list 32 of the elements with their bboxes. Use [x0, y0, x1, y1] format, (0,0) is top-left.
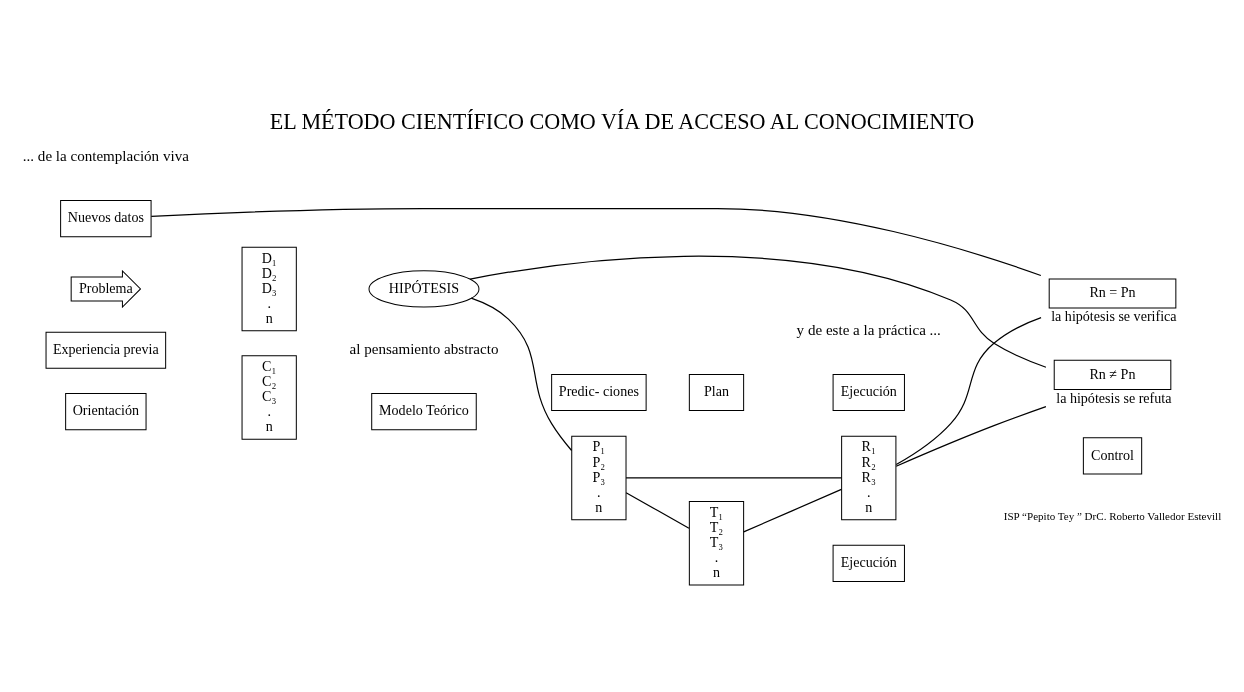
node-box: Ejecución	[832, 544, 905, 582]
node-box: T₁ T₂ T₃ . n	[688, 501, 745, 586]
connector	[470, 297, 573, 452]
node-box: Nuevos datos	[60, 200, 152, 238]
node-box: Rn ≠ Pn	[1053, 359, 1172, 390]
node-box: Modelo Teórico	[371, 393, 477, 431]
label: y de este a la práctica ...	[796, 321, 941, 338]
connector	[150, 207, 1042, 277]
node-box: Predic- ciones	[551, 373, 647, 412]
node-box: C₁ C₂ C₃ . n	[241, 355, 297, 440]
diagram-title: EL MÉTODO CIENTÍFICO COMO VÍA DE ACCESO AL CONOCIMIENTO	[269, 108, 975, 134]
label: ... de la contemplación viva	[22, 147, 189, 164]
node-label: la hipótesis se verifica	[1051, 308, 1177, 325]
connector	[743, 488, 842, 533]
node-box: Ejecución	[832, 373, 905, 412]
connector	[895, 406, 1047, 467]
node-box: R₁ R₂ R₃ . n	[841, 435, 897, 521]
node-box: Orientación	[65, 393, 147, 431]
connector	[895, 317, 1042, 466]
node-box: Rn = Pn	[1048, 278, 1177, 309]
node-box: Control	[1082, 437, 1143, 475]
node-label: la hipótesis se refuta	[1056, 389, 1172, 406]
connector	[469, 255, 1047, 368]
node-box: Experiencia previa	[45, 331, 167, 369]
node-box: Plan	[688, 373, 745, 412]
connector	[625, 477, 843, 479]
label: al pensamiento abstracto	[349, 340, 499, 357]
node-box: D₁ D₂ D₃ . n	[241, 246, 297, 332]
node-box: P₁ P₂ P₃ . n	[571, 435, 627, 521]
connector	[625, 492, 690, 529]
label: ISP “Pepito Tey ” DrC. Roberto Valledor Estevill	[1003, 509, 1222, 522]
node-ellipse: HIPÓTESIS	[368, 270, 480, 308]
